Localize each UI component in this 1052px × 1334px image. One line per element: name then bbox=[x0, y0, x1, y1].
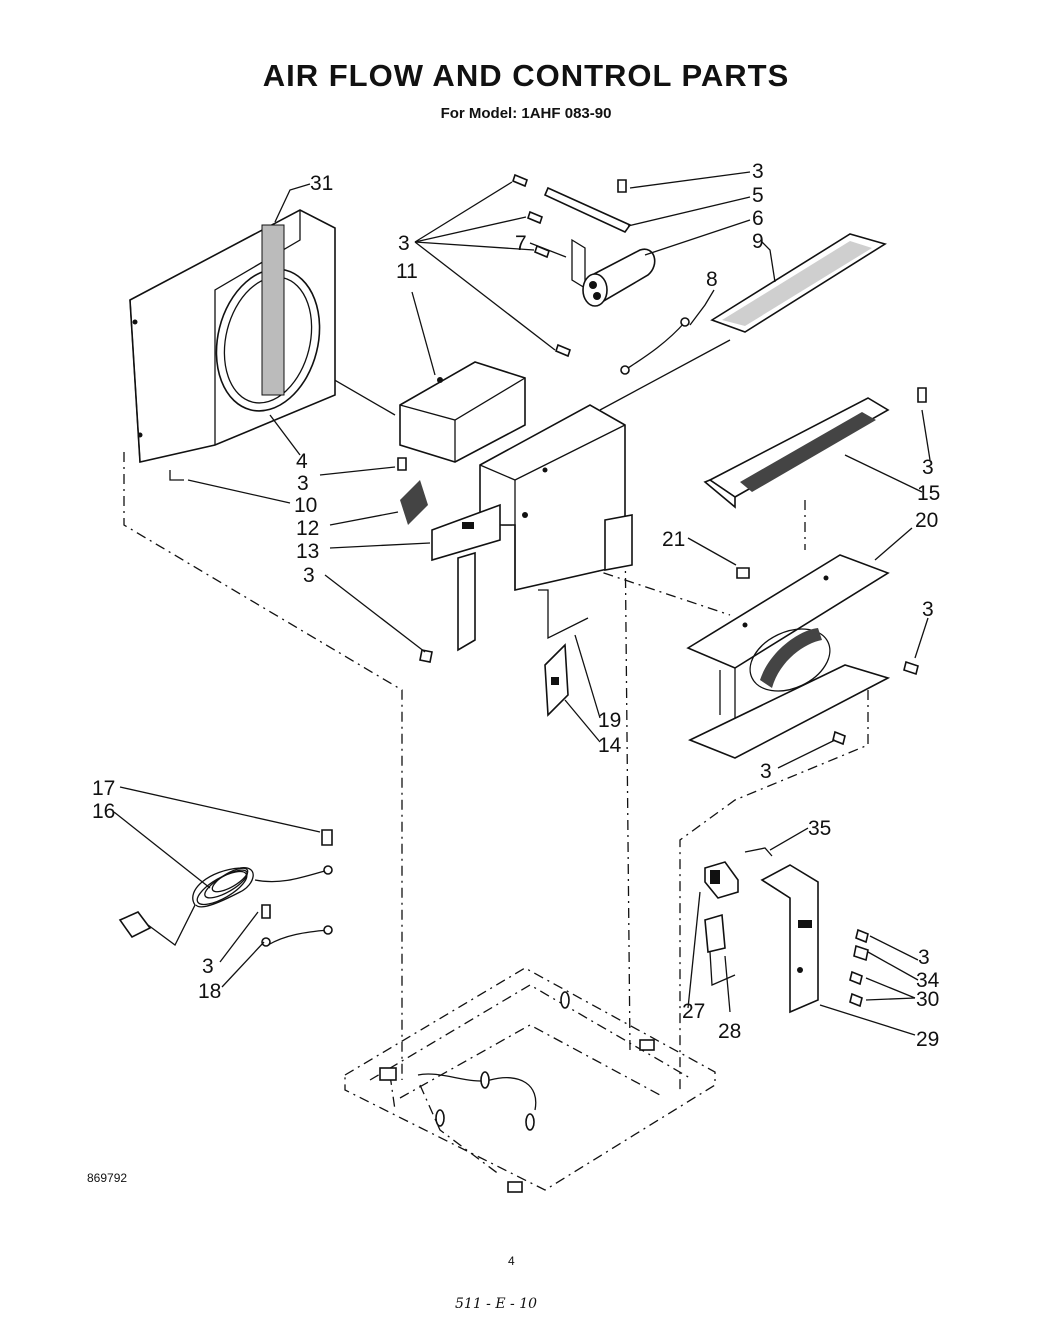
base-pan bbox=[344, 967, 716, 1193]
callout-16: 16 bbox=[92, 800, 115, 823]
bracket-strip-5 bbox=[543, 186, 632, 234]
control-bracket-29 bbox=[760, 864, 819, 1014]
callout-29: 29 bbox=[916, 1028, 939, 1051]
callout-3-left-group: 3 bbox=[398, 232, 410, 255]
capacitor-clamp-7 bbox=[571, 238, 586, 290]
capacitor-6 bbox=[582, 248, 656, 307]
louver-grille-15 bbox=[703, 397, 890, 509]
power-cord-16 bbox=[118, 865, 333, 947]
callout-3-right-mid: 3 bbox=[922, 598, 934, 621]
bracket-19 bbox=[538, 589, 589, 640]
document-number: 869792 bbox=[87, 1171, 128, 1185]
switch-plate-14 bbox=[544, 643, 569, 717]
callout-3-lower-left: 3 bbox=[303, 564, 315, 587]
grommet-21 bbox=[736, 567, 750, 579]
selector-switch-27 bbox=[704, 861, 739, 899]
callout-labels: 31 3 5 6 9 3 7 11 8 4 3 10 12 13 3 3 15 … bbox=[92, 160, 940, 1051]
callout-28: 28 bbox=[718, 1020, 741, 1043]
callout-4: 4 bbox=[296, 450, 308, 473]
callout-14: 14 bbox=[598, 734, 622, 757]
callout-9: 9 bbox=[752, 230, 764, 253]
callout-35: 35 bbox=[808, 817, 831, 840]
clip-10 bbox=[169, 470, 184, 481]
callout-3-cord: 3 bbox=[202, 955, 214, 978]
callout-13: 13 bbox=[296, 540, 319, 563]
mounting-bracket-13 bbox=[431, 503, 501, 652]
control-box-part bbox=[399, 361, 526, 463]
handwritten-note: 511 - E - 10 bbox=[455, 1296, 538, 1312]
screws-right-group bbox=[832, 387, 927, 746]
model-subtitle: For Model: 1AHF 083-90 bbox=[440, 105, 612, 122]
callout-3-right-low: 3 bbox=[760, 760, 772, 783]
mesh-clip-12 bbox=[400, 480, 428, 525]
callout-19: 19 bbox=[598, 709, 621, 732]
callout-3-right-top: 3 bbox=[922, 456, 934, 479]
callout-31: 31 bbox=[310, 172, 333, 195]
bracket-screws-30-34 bbox=[849, 928, 869, 1008]
ground-wire-8 bbox=[620, 317, 690, 375]
callout-27: 27 bbox=[682, 1000, 705, 1023]
callout-34: 34 bbox=[916, 969, 940, 992]
callout-21: 21 bbox=[662, 528, 685, 551]
clip-35 bbox=[744, 847, 773, 857]
callout-6: 6 bbox=[752, 207, 764, 230]
callout-3-top-right: 3 bbox=[752, 160, 764, 183]
callout-3-bracket: 3 bbox=[918, 946, 930, 969]
filter-pad-9 bbox=[710, 233, 887, 333]
callout-3-mid-left: 3 bbox=[297, 472, 309, 495]
callout-30: 30 bbox=[916, 988, 939, 1011]
partition-panel bbox=[479, 404, 633, 592]
callout-8: 8 bbox=[706, 268, 718, 291]
page-number: 4 bbox=[508, 1254, 515, 1268]
callout-20: 20 bbox=[915, 509, 938, 532]
page-title: AIR FLOW AND CONTROL PARTS bbox=[262, 58, 790, 93]
fan-shroud-panel bbox=[129, 209, 336, 463]
callout-10: 10 bbox=[294, 494, 317, 517]
callout-12: 12 bbox=[296, 517, 319, 540]
thermostat-28 bbox=[704, 913, 736, 986]
callout-7: 7 bbox=[515, 232, 527, 255]
callout-11: 11 bbox=[396, 260, 418, 283]
callout-17: 17 bbox=[92, 777, 115, 800]
callout-18: 18 bbox=[198, 980, 221, 1003]
callout-15: 15 bbox=[917, 482, 940, 505]
cord-screws-17-18 bbox=[261, 829, 333, 919]
blower-housing-20 bbox=[686, 554, 891, 759]
leader-lines bbox=[113, 171, 931, 1036]
callout-5: 5 bbox=[752, 184, 764, 207]
